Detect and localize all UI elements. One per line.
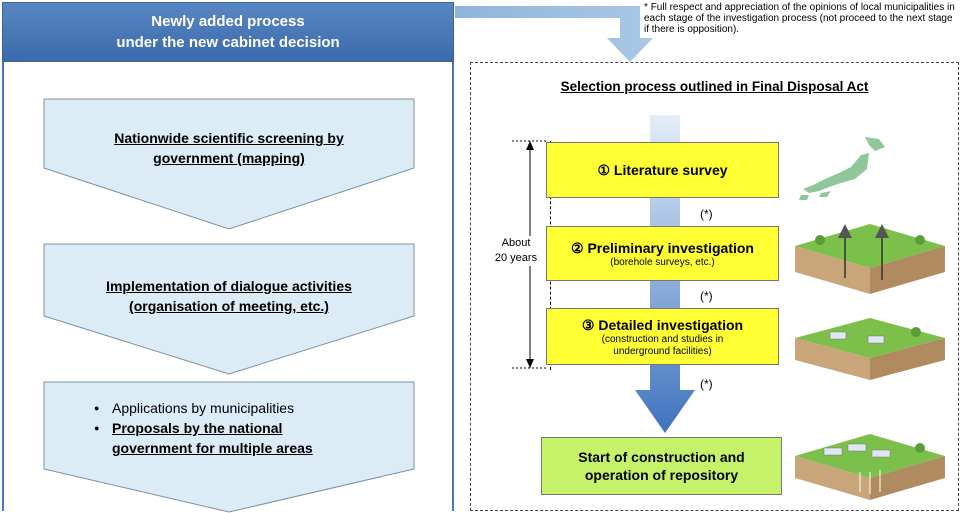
left-header-line2: under the new cabinet decision [116, 34, 340, 51]
step2-line1: Implementation of dialogue activities [106, 278, 352, 294]
left-panel-header: Newly added process under the new cabine… [2, 2, 454, 62]
stage3-sub1: (construction and studies in [601, 333, 724, 345]
stage1-title: ① Literature survey [597, 162, 728, 178]
step1-text: Nationwide scientific screening by gover… [43, 118, 415, 178]
borehole-terrain-illustration [795, 224, 945, 294]
stage-detailed-investigation: ③ Detailed investigation (construction a… [546, 308, 779, 365]
stage2-title: ② Preliminary investigation [571, 239, 754, 256]
chevron-step2 [43, 243, 415, 375]
left-panel-frame [2, 62, 454, 511]
japan-map-illustration [799, 137, 885, 200]
bullet2-line1: Proposals by the national [112, 420, 283, 436]
stage-literature-survey: ① Literature survey [546, 142, 779, 198]
star-mark-1: (*) [700, 207, 713, 221]
left-header-line1: Newly added process [151, 13, 305, 30]
stage2-sub: (borehole surveys, etc.) [610, 256, 715, 268]
bullet-applications: Applications by municipalities [94, 398, 394, 418]
step1-line2: government (mapping) [153, 150, 305, 166]
duration-label: About 20 years [486, 236, 546, 266]
underground-facility-illustration [795, 318, 945, 380]
star-mark-2: (*) [700, 289, 713, 303]
note: * Full respect and appreciation of the o… [644, 2, 960, 35]
stage3-title: ③ Detailed investigation [581, 316, 744, 333]
bullet2-line2: government for multiple areas [112, 440, 313, 456]
star-mark-3: (*) [700, 377, 713, 391]
final-line1: Start of construction and [578, 449, 745, 465]
step1-line1: Nationwide scientific screening by [114, 130, 344, 146]
step3-bullet-list: Applications by municipalities Proposals… [94, 398, 394, 458]
note-marker: * [644, 2, 648, 13]
duration-line1: About [501, 237, 531, 249]
left-panel: Newly added process under the new cabine… [0, 0, 456, 513]
connector-arrow [455, 6, 653, 62]
bullet1-text: Applications by municipalities [112, 400, 295, 416]
repository-illustration [795, 434, 945, 500]
stage-construction-operation: Start of construction and operation of r… [541, 437, 782, 495]
step2-text: Implementation of dialogue activities (o… [43, 261, 415, 331]
note-text: Full respect and appreciation of the opi… [644, 2, 955, 35]
stage-preliminary-investigation: ② Preliminary investigation (borehole su… [546, 226, 779, 281]
right-panel-title: Selection process outlined in Final Disp… [560, 79, 869, 94]
bullet-proposals: Proposals by the national government for… [94, 418, 394, 458]
stage3-sub2: underground facilities) [613, 345, 712, 357]
duration-line2: 20 years [494, 252, 538, 264]
step2-line2: (organisation of meeting, etc.) [129, 298, 329, 314]
final-line2: operation of repository [584, 467, 739, 483]
chevron-step1 [43, 98, 415, 230]
